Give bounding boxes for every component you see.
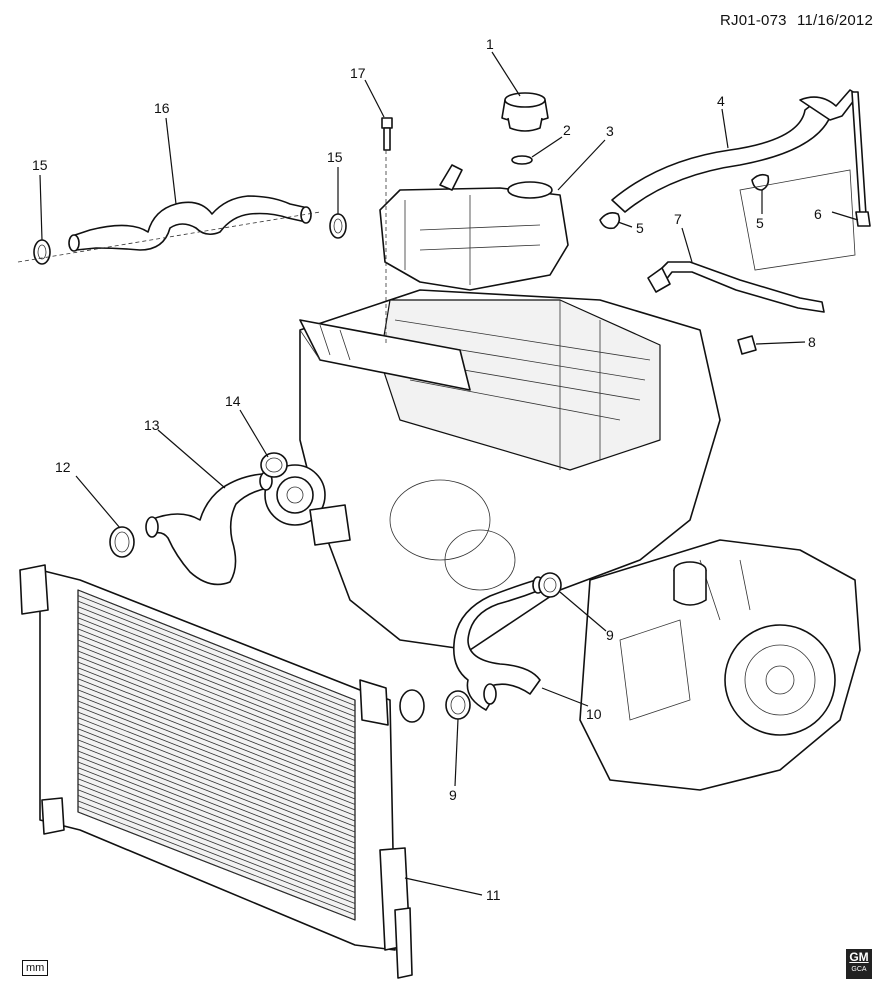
part-16-heater-hose xyxy=(68,195,312,252)
diagram-date: 11/16/2012 xyxy=(797,12,873,29)
part-8-clip xyxy=(737,335,757,355)
callout-1: 1 xyxy=(486,36,494,52)
part-13-radiator-inlet-hose xyxy=(145,471,273,586)
gm-logo-subtext: GCA xyxy=(851,966,867,973)
callout-15-left: 15 xyxy=(32,157,48,173)
centerline xyxy=(17,211,321,263)
part-4-surge-tank-outlet-hose xyxy=(611,89,859,213)
callout-13: 13 xyxy=(144,417,160,433)
part-7-surge-tank-inlet-hose xyxy=(647,261,825,313)
gm-logo: GM GCA xyxy=(846,949,872,979)
callout-5-right: 5 xyxy=(756,215,764,231)
reference-outline xyxy=(739,169,856,271)
unit-indicator: mm xyxy=(22,960,49,976)
diagram-reference-header: RJ01-073 11/16/2012 xyxy=(714,12,873,29)
part-3-surge-tank xyxy=(379,164,569,291)
callout-5-left: 5 xyxy=(636,220,644,236)
callout-4: 4 xyxy=(717,93,725,109)
part-1-surge-tank-cap xyxy=(501,92,549,132)
callout-17: 17 xyxy=(350,65,366,81)
part-2-seal xyxy=(511,155,533,165)
callout-10: 10 xyxy=(586,706,602,722)
callout-9-upper: 9 xyxy=(606,627,614,643)
part-12-clamp xyxy=(109,526,135,558)
part-14-clamp xyxy=(260,452,288,478)
engine-assembly xyxy=(264,289,721,651)
callout-14: 14 xyxy=(225,393,241,409)
part-15-clamp-left xyxy=(33,239,51,265)
callout-9-lower: 9 xyxy=(449,787,457,803)
callout-2: 2 xyxy=(563,122,571,138)
callout-12: 12 xyxy=(55,459,71,475)
callout-3: 3 xyxy=(606,123,614,139)
part-9-clamp-upper xyxy=(538,572,562,598)
part-5-clamp-left xyxy=(599,212,621,230)
callout-labels: 1 2 3 4 5 5 6 7 8 9 9 10 11 12 13 14 15 … xyxy=(32,36,822,903)
part-17-bolt xyxy=(381,117,393,151)
part-6-hose-support xyxy=(851,91,871,227)
part-10-radiator-outlet-hose xyxy=(452,576,544,711)
leader-lines xyxy=(39,51,859,896)
callout-8: 8 xyxy=(808,334,816,350)
diagram-code: RJ01-073 xyxy=(720,12,787,29)
transaxle-assembly xyxy=(579,539,861,791)
callout-15-right: 15 xyxy=(327,149,343,165)
gm-logo-text: GM xyxy=(849,950,869,964)
part-11-radiator xyxy=(19,564,425,979)
part-9-clamp-lower xyxy=(445,690,471,720)
callout-7: 7 xyxy=(674,211,682,227)
callout-16: 16 xyxy=(154,100,170,116)
part-15-clamp-right xyxy=(329,213,347,239)
callout-11: 11 xyxy=(486,887,501,903)
callout-6: 6 xyxy=(814,206,822,222)
